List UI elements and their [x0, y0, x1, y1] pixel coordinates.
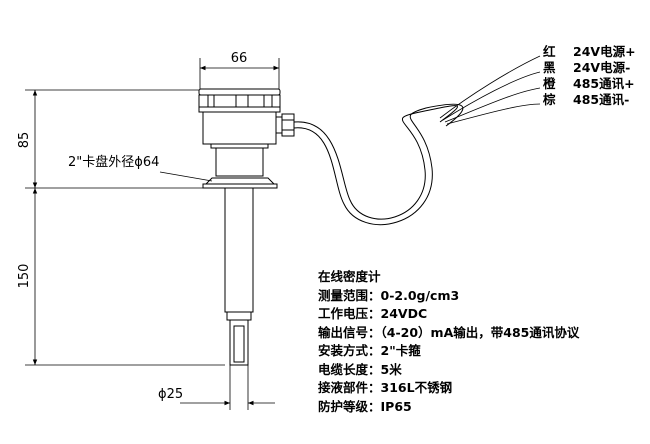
spec-label: 防护等级：	[318, 398, 381, 414]
spec-row: 电缆长度：5米	[318, 361, 579, 380]
spec-label: 接液部件：	[318, 380, 381, 395]
spec-list: 在线密度计 测量范围：0-2.0g/cm3 工作电压：24VDC 输出信号：（4…	[318, 268, 579, 416]
tip-diameter-dimension	[180, 365, 275, 410]
wire-color: 红	[543, 44, 556, 59]
wire-row: 棕 485通讯-	[543, 92, 636, 108]
spec-title: 在线密度计	[318, 269, 381, 284]
wire-signal: 485通讯-	[573, 92, 630, 107]
top-width-dimension	[199, 58, 280, 90]
wire-row: 橙 485通讯+	[543, 76, 636, 92]
spec-row: 测量范围：0-2.0g/cm3	[318, 287, 579, 306]
wire-color: 棕	[543, 92, 556, 107]
cable	[293, 103, 464, 226]
wire-signal: 485通讯+	[573, 76, 635, 91]
wire-legend: 红 24V电源+ 黑 24V电源- 橙 485通讯+ 棕 485通讯-	[543, 44, 636, 108]
spec-row: 工作电压：24VDC	[318, 305, 579, 324]
head-height-label: 85	[17, 132, 32, 149]
tip-diameter-label: ϕ25	[158, 387, 183, 402]
wire-signal: 24V电源-	[573, 60, 631, 75]
wire-row: 黑 24V电源-	[543, 60, 636, 76]
spec-value: （4-20）mA输出，带485通讯协议	[380, 324, 580, 340]
sensor-head	[198, 88, 295, 366]
spec-row: 安装方式：2"卡箍	[318, 342, 579, 361]
spec-value: 0-2.0g/cm3	[380, 287, 460, 303]
spec-row: 接液部件：316L不锈钢	[318, 379, 579, 398]
wire-tails	[439, 55, 541, 125]
wire-row: 红 24V电源+	[543, 44, 636, 60]
spec-row: 输出信号：（4-20）mA输出，带485通讯协议	[318, 324, 579, 343]
spec-value: 5米	[380, 361, 402, 377]
spec-value: 24VDC	[380, 306, 428, 321]
clamp-leader	[159, 171, 213, 182]
spec-value: IP65	[380, 398, 412, 414]
top-width-label: 66	[231, 51, 248, 66]
spec-value: 316L不锈钢	[380, 380, 453, 395]
stem-height-label: 150	[17, 264, 32, 289]
wire-signal: 24V电源+	[573, 44, 636, 59]
wire-color: 黑	[543, 60, 556, 75]
left-dimensions	[25, 89, 225, 366]
clamp-label: 2"卡盘外径ϕ64	[68, 154, 159, 170]
spec-value: 2"卡箍	[380, 343, 421, 358]
wire-color: 橙	[543, 76, 556, 91]
spec-label: 输出信号：	[318, 324, 381, 340]
spec-label: 安装方式：	[318, 343, 381, 358]
spec-label: 电缆长度：	[318, 361, 381, 377]
spec-label: 测量范围：	[318, 287, 381, 303]
spec-label: 工作电压：	[318, 306, 381, 321]
spec-row: 防护等级：IP65	[318, 398, 579, 417]
